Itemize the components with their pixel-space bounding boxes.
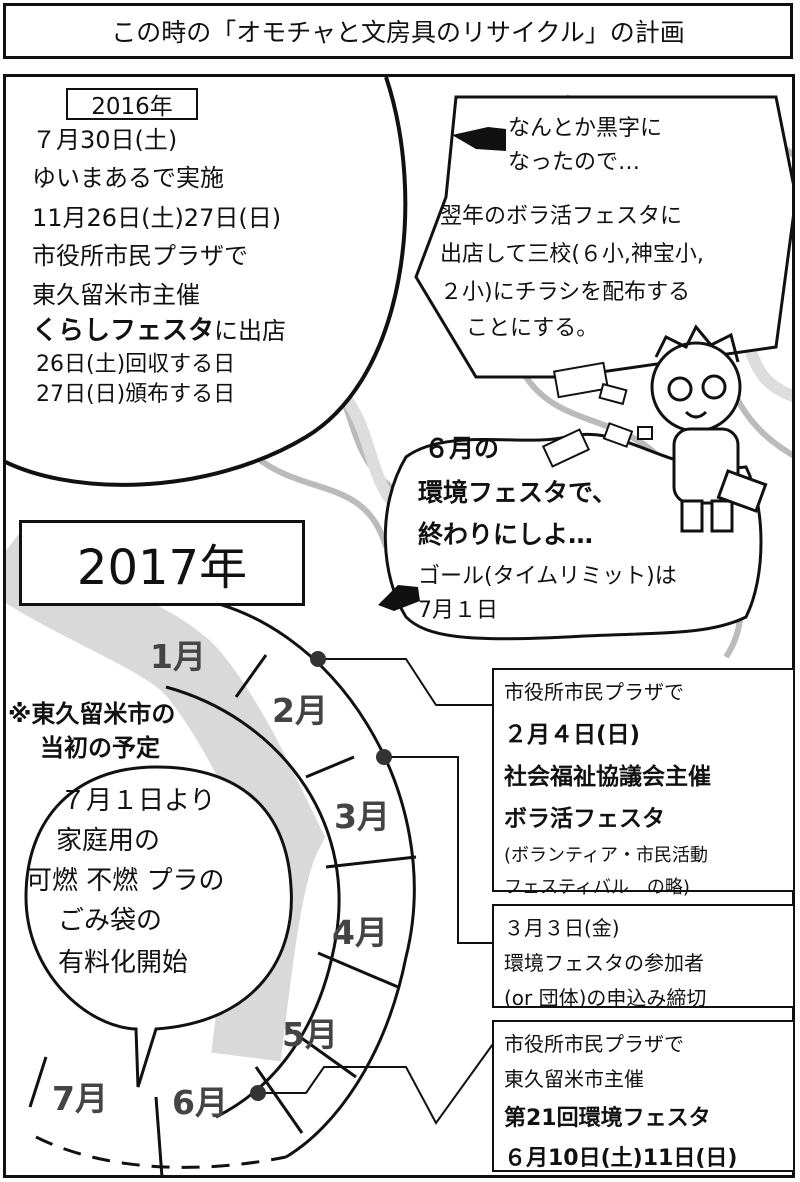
event-2016: くらしフェスタに出店 — [32, 318, 286, 344]
event-bold-line: 社会福祉協議会主催 — [504, 757, 783, 791]
city-plan-line: ごみ袋の — [58, 908, 162, 934]
event-note: フェスティバル の略) — [504, 873, 783, 899]
month-label: 3月 — [334, 790, 390, 838]
event-suffix: に出店 — [214, 317, 286, 345]
event-bold-line: ６月10日(土)11日(日) — [504, 1140, 783, 1172]
city-plan-line: 有料化開始 — [58, 950, 188, 976]
comic-panel — [3, 74, 795, 1178]
page-title: この時の「オモチャと文房具のリサイクル」の計画 — [3, 3, 793, 59]
city-plan-heading: 当初の予定 — [40, 736, 160, 760]
thought-line: なったので… — [508, 152, 640, 174]
text-line: 東久留米市主催 — [32, 283, 200, 307]
event-line: 環境フェスタの参加者 — [504, 947, 783, 976]
event-name: くらしフェスタ — [32, 316, 214, 346]
text-line: ゆいまあるで実施 — [32, 166, 224, 190]
event-line: ３月３日(金) — [504, 912, 783, 941]
thought-line: 出店して三校(６小,神宝小, — [440, 244, 704, 266]
speech-line: 終わりにしよ… — [418, 522, 593, 547]
month-label: 7月 — [52, 1072, 108, 1120]
city-plan-heading: ※東久留米市の — [8, 702, 175, 726]
text-line: ７月30日(土) — [32, 128, 177, 152]
speech-line: ６月の — [424, 436, 499, 461]
event-bold-line: ２月４日(日) — [504, 715, 783, 749]
event-bold-line: ボラ活フェスタ — [504, 799, 783, 833]
thought-line: ことにする。 — [466, 318, 598, 340]
month-label: 5月 — [282, 1008, 338, 1056]
text-line: 26日(土)回収する日 — [36, 354, 235, 376]
event-line: (or 団体)の申込み締切 — [504, 982, 783, 1011]
goal-line: 7月１日 — [418, 600, 498, 622]
event-box-kankyo: 市役所市民プラザで 東久留米市主催 第21回環境フェスタ ６月10日(土)11日… — [492, 1020, 795, 1172]
city-plan-line: 家庭用の — [56, 828, 160, 854]
city-plan-line: ７月１日より — [60, 788, 215, 814]
event-note: (ボランティア・市民活動 — [504, 841, 783, 867]
event-line: 東久留米市主催 — [504, 1063, 783, 1092]
month-label: 4月 — [332, 906, 388, 954]
text-line: 市役所市民プラザで — [32, 244, 248, 268]
thought-line: ２小)にチラシを配布する — [440, 282, 690, 304]
event-box-deadline: ３月３日(金) 環境フェスタの参加者 (or 団体)の申込み締切 — [492, 904, 795, 1008]
thought-line: 翌年のボラ活フェスタに — [440, 206, 682, 228]
text-line: 27日(日)頒布する日 — [36, 384, 235, 406]
speech-line: 環境フェスタで、 — [418, 480, 617, 505]
month-label: 2月 — [272, 684, 328, 732]
year-2016-label: 2016年 — [66, 88, 198, 120]
event-line: 市役所市民プラザで — [504, 676, 783, 705]
year-2017-label: 2017年 — [19, 520, 305, 606]
goal-line: ゴール(タイムリミット)は — [418, 566, 677, 588]
city-plan-line: 可燃 不燃 プラの — [26, 868, 225, 894]
event-box-bora: 市役所市民プラザで ２月４日(日) 社会福祉協議会主催 ボラ活フェスタ (ボラン… — [492, 668, 795, 892]
event-line: 市役所市民プラザで — [504, 1028, 783, 1057]
month-label: 1月 — [150, 630, 206, 678]
thought-line: なんとか黒字に — [508, 118, 662, 140]
text-line: 11月26日(土)27日(日) — [32, 206, 281, 230]
month-label: 6月 — [172, 1076, 228, 1124]
event-bold-line: 第21回環境フェスタ — [504, 1100, 783, 1132]
